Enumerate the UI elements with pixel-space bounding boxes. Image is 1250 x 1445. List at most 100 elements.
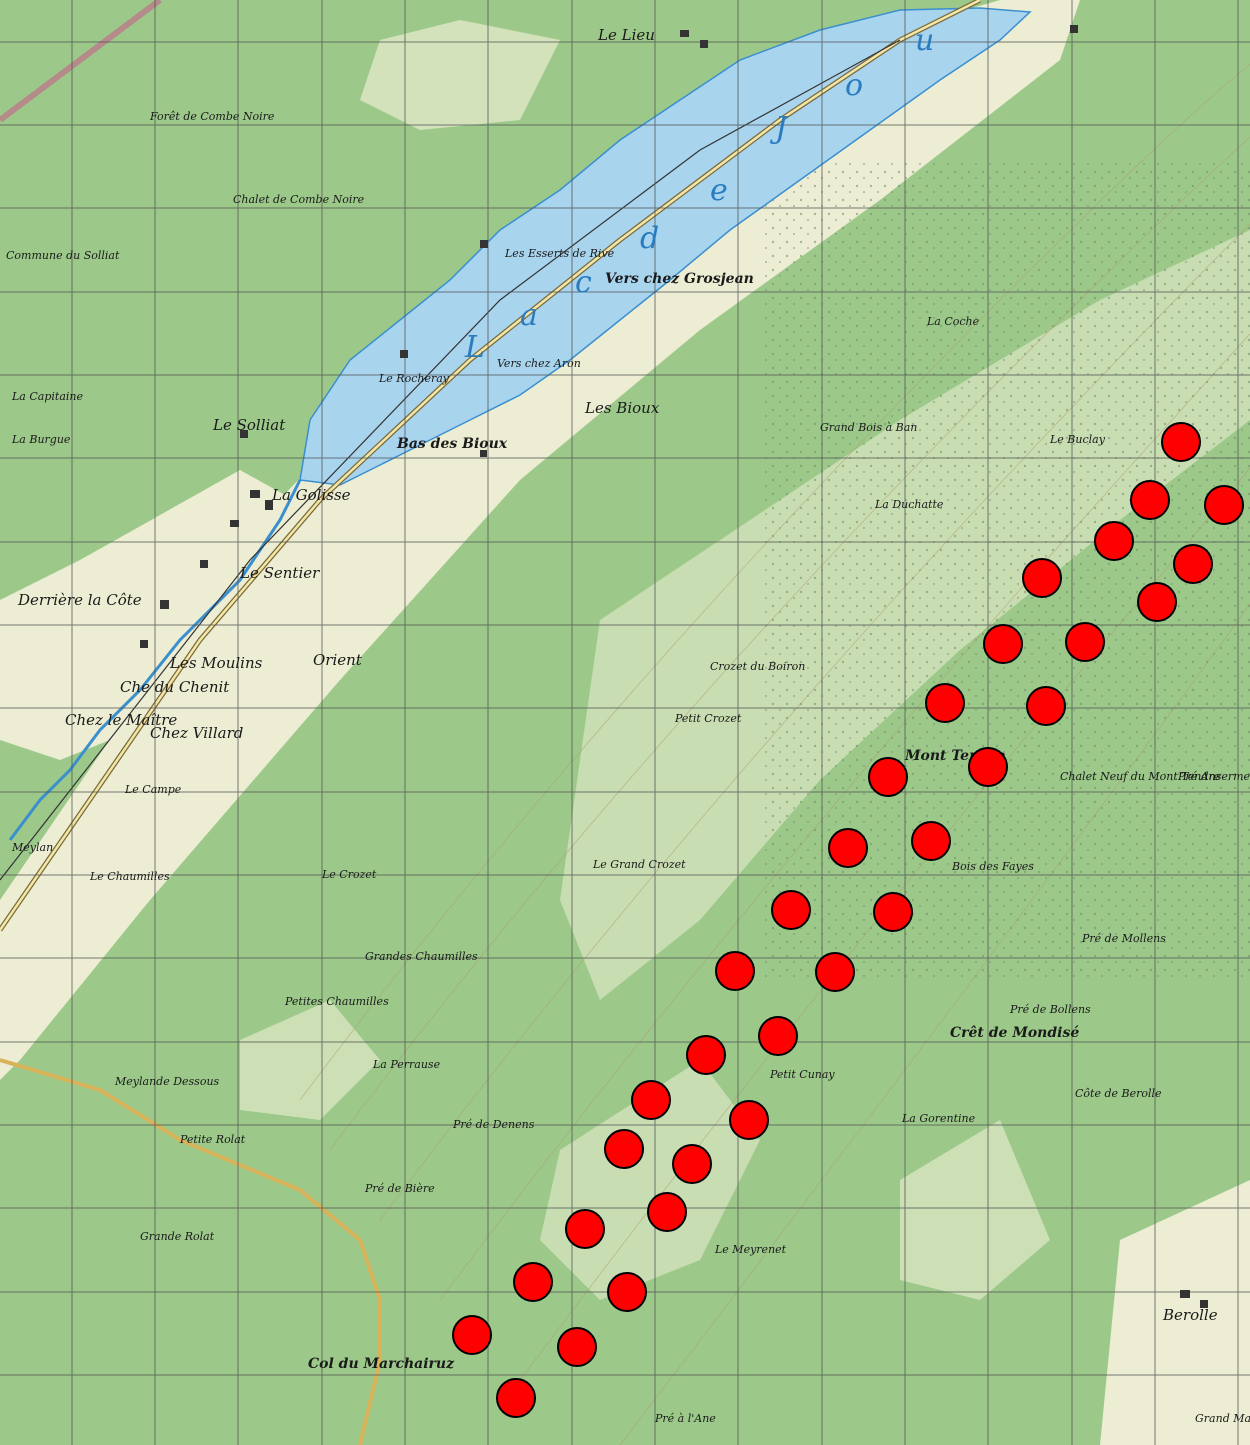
label-chalet-neuf: Chalet Neuf du Mont Tendre [1060,770,1221,783]
label-le-grand-crozet: Le Grand Crozet [592,858,686,871]
label-le-rocheray: Le Rocheray [378,372,450,385]
red-marker-32[interactable] [496,1378,536,1418]
label-derriere-la-cote: Derrière la Côte [17,591,142,609]
label-che-du-chenit: Che du Chenit [120,678,230,696]
label-le-lieu: Le Lieu [597,26,655,44]
label-crozet-du-boiron: Crozet du Boiron [710,660,805,673]
red-marker-28[interactable] [513,1262,553,1302]
label-vers-chez-grosjean: Vers chez Grosjean [605,271,754,287]
lake-letter-a: a [520,298,538,333]
label-la-perrause: La Perrause [372,1058,441,1071]
label-cret-de-mondise: Crêt de Mondisé [950,1025,1079,1041]
red-marker-1[interactable] [1161,422,1201,462]
red-marker-10[interactable] [925,683,965,723]
label-grand-bois: Grand Bois à Ban [820,421,917,434]
red-marker-17[interactable] [873,892,913,932]
label-bas-des-bioux: Bas des Bioux [396,436,508,452]
label-commune-solliat: Commune du Solliat [6,249,120,262]
red-marker-4[interactable] [1094,521,1134,561]
label-le-sentier: Le Sentier [239,564,320,582]
label-pre-ansermet: Pré Anserme [1177,770,1250,783]
label-la-chaumilles: Le Chaumilles [89,870,170,883]
survey-markers [452,422,1244,1418]
red-marker-5[interactable] [1173,544,1213,584]
red-marker-26[interactable] [647,1192,687,1232]
red-marker-12[interactable] [868,757,908,797]
red-marker-14[interactable] [828,828,868,868]
label-le-buclay: Le Buclay [1049,433,1106,446]
red-marker-18[interactable] [715,951,755,991]
red-marker-13[interactable] [968,747,1008,787]
label-pre-de-denens: Pré de Denens [452,1118,535,1131]
label-chez-le-maitre: Chez le Maître [65,711,177,729]
red-marker-3[interactable] [1204,485,1244,525]
red-marker-7[interactable] [1137,582,1177,622]
label-la-capitaine: La Capitaine [11,390,83,403]
red-marker-21[interactable] [686,1035,726,1075]
label-combe-noire: Forêt de Combe Noire [149,110,275,123]
label-petit-cunay: Petit Cunay [769,1068,835,1081]
label-berolle: Berolle [1162,1306,1218,1324]
label-la-golisse: La Golisse [271,486,351,504]
red-marker-9[interactable] [1065,622,1105,662]
label-pre-de-mollens: Pré de Mollens [1081,932,1166,945]
label-bois-des-fayes: Bois des Fayes [951,860,1034,873]
lake-letter-c: c [575,265,592,300]
label-col-du-marchairuz: Col du Marchairuz [308,1356,455,1372]
label-chez-villard: Chez Villard [150,724,243,742]
village-buildings [140,25,1208,1308]
lac-de-joux [299,7,1032,486]
lake-letter-l: L [464,330,485,365]
label-la-burgue: La Burgue [11,433,71,446]
label-pre-de-bollens: Pré de Bollens [1009,1003,1091,1016]
label-petit-crozet: Petit Crozet [674,712,742,725]
label-petites-chaumilles: Petites Chaumilles [284,995,389,1008]
label-vers-chez-aron: Vers chez Aron [497,357,581,370]
red-marker-20[interactable] [758,1016,798,1056]
label-la-rolat: Petite Rolat [179,1133,246,1146]
label-le-solliat: Le Solliat [212,416,286,434]
lake-letter-e: e [710,173,728,208]
label-meylande-dessous: Meylande Dessous [114,1075,220,1088]
red-marker-15[interactable] [911,821,951,861]
orbe-river [8,479,302,841]
label-le-campe: Le Campe [124,783,182,796]
label-chalet-combe-noire: Chalet de Combe Noire [233,193,365,206]
map-labels: Le Lieu Forêt de Combe Noire Chalet de C… [6,23,1250,1425]
label-grand-marmet: Grand Marmet [1195,1412,1250,1425]
label-la-coche: La Coche [926,315,980,328]
label-grandes-chaumilles: Grandes Chaumilles [365,950,478,963]
label-cote-de-berolle: Côte de Berolle [1075,1087,1162,1100]
red-marker-22[interactable] [631,1080,671,1120]
label-la-gorentine: La Gorentine [901,1112,976,1125]
red-marker-16[interactable] [771,890,811,930]
red-marker-8[interactable] [983,624,1023,664]
red-marker-23[interactable] [729,1100,769,1140]
lake-letter-o: o [845,68,863,103]
commune-border [0,0,162,123]
lake-letter-d: d [640,221,659,256]
red-marker-29[interactable] [607,1272,647,1312]
label-grande-rolat: Grande Rolat [140,1230,215,1243]
red-marker-19[interactable] [815,952,855,992]
red-marker-27[interactable] [565,1209,605,1249]
red-marker-31[interactable] [557,1327,597,1367]
label-le-meyrenet: Le Meyrenet [714,1243,787,1256]
label-la-duchatte: La Duchatte [874,498,944,511]
red-marker-30[interactable] [452,1315,492,1355]
red-marker-25[interactable] [672,1144,712,1184]
label-les-bioux: Les Bioux [584,399,660,417]
roads [0,0,982,1445]
label-pre-de-biere: Pré de Bière [364,1182,435,1195]
red-marker-24[interactable] [604,1129,644,1169]
red-marker-2[interactable] [1130,480,1170,520]
red-marker-11[interactable] [1026,686,1066,726]
label-le-crozet: Le Crozet [321,868,377,881]
label-orient: Orient [313,651,363,669]
label-meylan: Meylan [11,841,53,854]
lake-letter-u: u [915,23,934,58]
label-les-moulins: Les Moulins [169,654,263,672]
red-marker-6[interactable] [1022,558,1062,598]
